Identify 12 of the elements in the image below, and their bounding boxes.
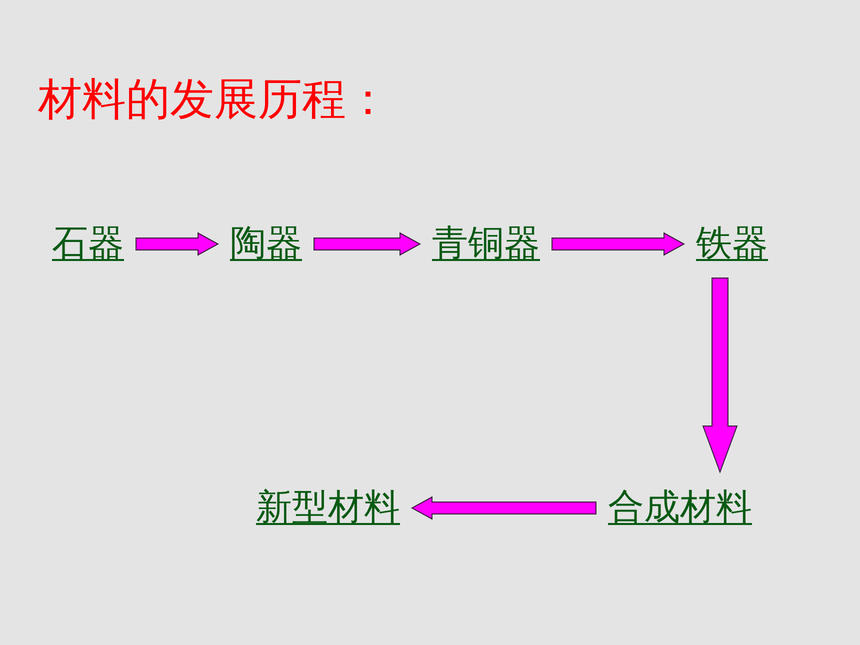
stage-label: 新型材料 xyxy=(256,486,400,530)
block-arrow xyxy=(410,496,596,520)
block-arrow xyxy=(136,232,220,256)
block-arrow xyxy=(314,232,422,256)
stage-label: 陶器 xyxy=(230,222,302,266)
stage-label: 石器 xyxy=(52,222,124,266)
stage-label: 合成材料 xyxy=(608,486,752,530)
title: 材料的发展历程： xyxy=(38,73,390,127)
stage-label: 青铜器 xyxy=(432,222,540,266)
block-arrow xyxy=(552,232,686,256)
stage-label: 铁器 xyxy=(696,222,768,266)
block-arrow xyxy=(702,278,738,474)
